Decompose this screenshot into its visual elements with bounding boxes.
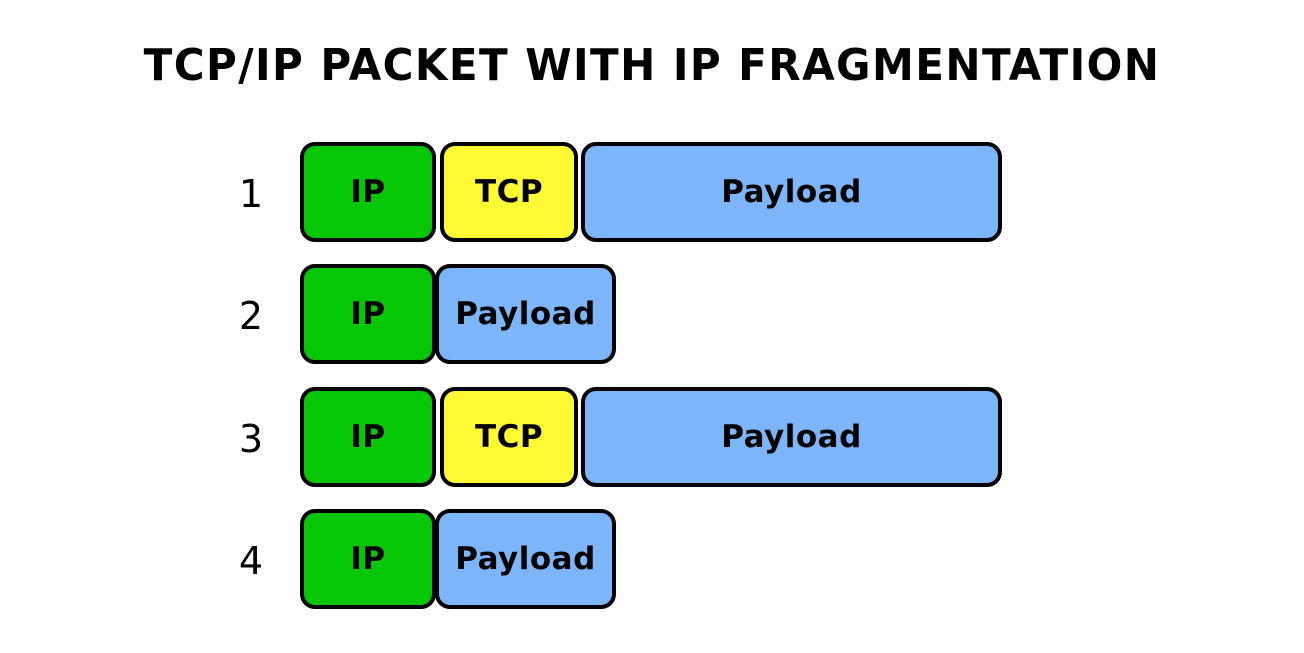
row-number-label: 3 — [238, 417, 264, 461]
row-number-label: 2 — [238, 294, 264, 338]
packet-field-payload: Payload — [435, 509, 616, 609]
packet-field-tcp: TCP — [440, 387, 578, 487]
packet-field-ip: IP — [300, 387, 436, 487]
page-title: TCP/IP PACKET WITH IP FRAGMENTATION — [143, 40, 1161, 91]
packet-field-payload: Payload — [581, 142, 1002, 242]
packet-field-tcp: TCP — [440, 142, 578, 242]
packet-field-ip: IP — [300, 264, 436, 364]
packet-field-payload: Payload — [435, 264, 616, 364]
packet-field-ip: IP — [300, 509, 436, 609]
row-number-label: 4 — [238, 539, 264, 583]
row-number-label: 1 — [238, 172, 264, 216]
packet-field-payload: Payload — [581, 387, 1002, 487]
packet-field-ip: IP — [300, 142, 436, 242]
